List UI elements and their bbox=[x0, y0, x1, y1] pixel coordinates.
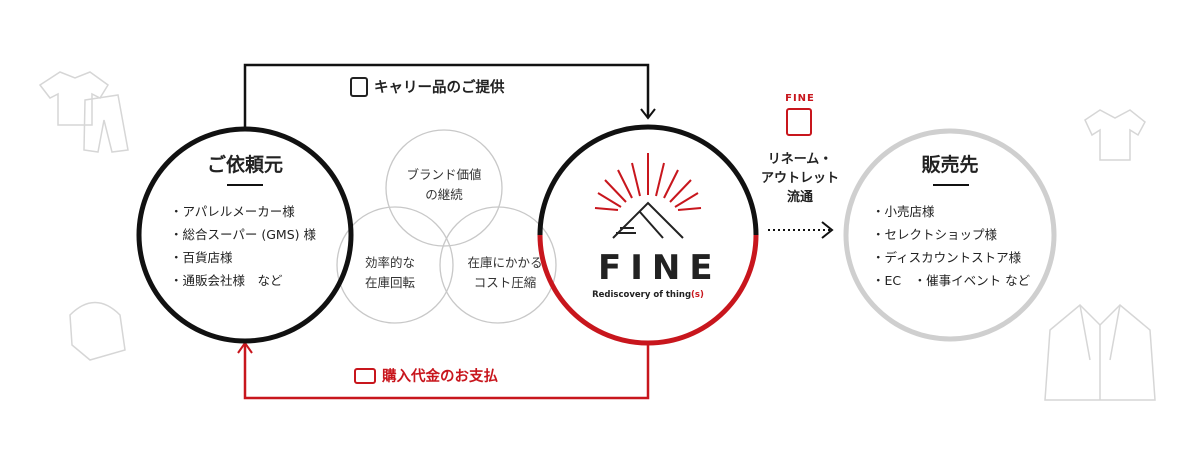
shirt-icon bbox=[350, 76, 368, 97]
flow-top-label: キャリー品のご提供 bbox=[350, 76, 505, 97]
list-item: ・セレクトショップ様 bbox=[872, 227, 998, 242]
venn-top-label: ブランド価値の継続 bbox=[406, 167, 482, 202]
middle-badge: FINE bbox=[785, 93, 815, 104]
list-item: ・ディスカウントストア様 bbox=[872, 250, 1022, 265]
flow-bottom-label: 購入代金のお支払 bbox=[354, 365, 498, 386]
sales-title: 販売先 bbox=[921, 154, 979, 176]
list-item: ・アパレルメーカー様 bbox=[170, 204, 295, 219]
list-item: ・百貨店様 bbox=[170, 250, 233, 265]
logo-tagline: Rediscovery of thing(s) bbox=[592, 290, 704, 300]
venn-circles bbox=[336, 129, 557, 324]
mountain-logo-icon bbox=[612, 201, 684, 239]
list-item: ・総合スーパー (GMS) 様 bbox=[170, 227, 316, 242]
venn-right-label: 在庫にかかるコスト圧縮 bbox=[467, 255, 543, 290]
shirt-stack-icon bbox=[786, 108, 812, 136]
client-circle bbox=[136, 126, 354, 344]
logo-name: FINE bbox=[598, 248, 722, 288]
middle-label: リネーム・アウトレット流通 bbox=[760, 152, 839, 205]
list-item: ・EC ・催事イベント など bbox=[872, 273, 1031, 288]
venn-left-label: 効率的な在庫回転 bbox=[364, 255, 415, 290]
client-list: ・アパレルメーカー様 ・総合スーパー (GMS) 様 ・百貨店様 ・通販会社様 … bbox=[170, 200, 316, 292]
clothing-decoration-icon bbox=[38, 71, 1156, 401]
sales-list: ・小売店様 ・セレクトショップ様 ・ディスカウントストア様 ・EC ・催事イベン… bbox=[872, 200, 1030, 292]
money-icon bbox=[354, 367, 376, 384]
sunburst-logo-icon bbox=[594, 153, 702, 211]
list-item: ・通販会社様 など bbox=[170, 273, 283, 288]
sales-circle bbox=[843, 128, 1057, 342]
bottom-flow-arrow bbox=[243, 342, 650, 400]
client-title: ご依頼元 bbox=[206, 154, 283, 176]
list-item: ・小売店様 bbox=[872, 204, 935, 219]
top-flow-arrow bbox=[243, 63, 650, 128]
